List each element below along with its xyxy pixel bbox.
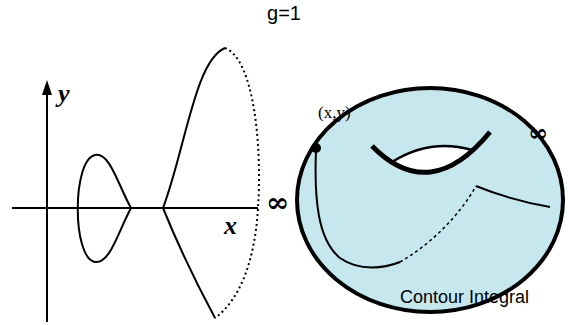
point-marker [311, 143, 321, 153]
infinity-symbol: ∞ [266, 188, 289, 219]
contour-path-hidden [400, 186, 476, 262]
point-label: (x,y) [318, 104, 351, 123]
contour-path [476, 186, 550, 207]
contour-path [316, 150, 400, 268]
curve-oval [78, 155, 131, 262]
caption-label: Contour Integral [400, 288, 529, 308]
axis-label: x [224, 212, 237, 241]
axis-label: y [58, 80, 70, 109]
axis-arrowhead [42, 80, 52, 95]
torus-hole-edge [372, 132, 490, 172]
torus-hole-edge [392, 146, 472, 162]
infinity-symbol: ∞ [528, 120, 548, 146]
x-axis [12, 207, 258, 209]
curve-branch [163, 48, 225, 318]
genus-title: g=1 [267, 2, 301, 24]
curve-infinity-part [215, 48, 259, 318]
torus-surface [297, 88, 563, 312]
